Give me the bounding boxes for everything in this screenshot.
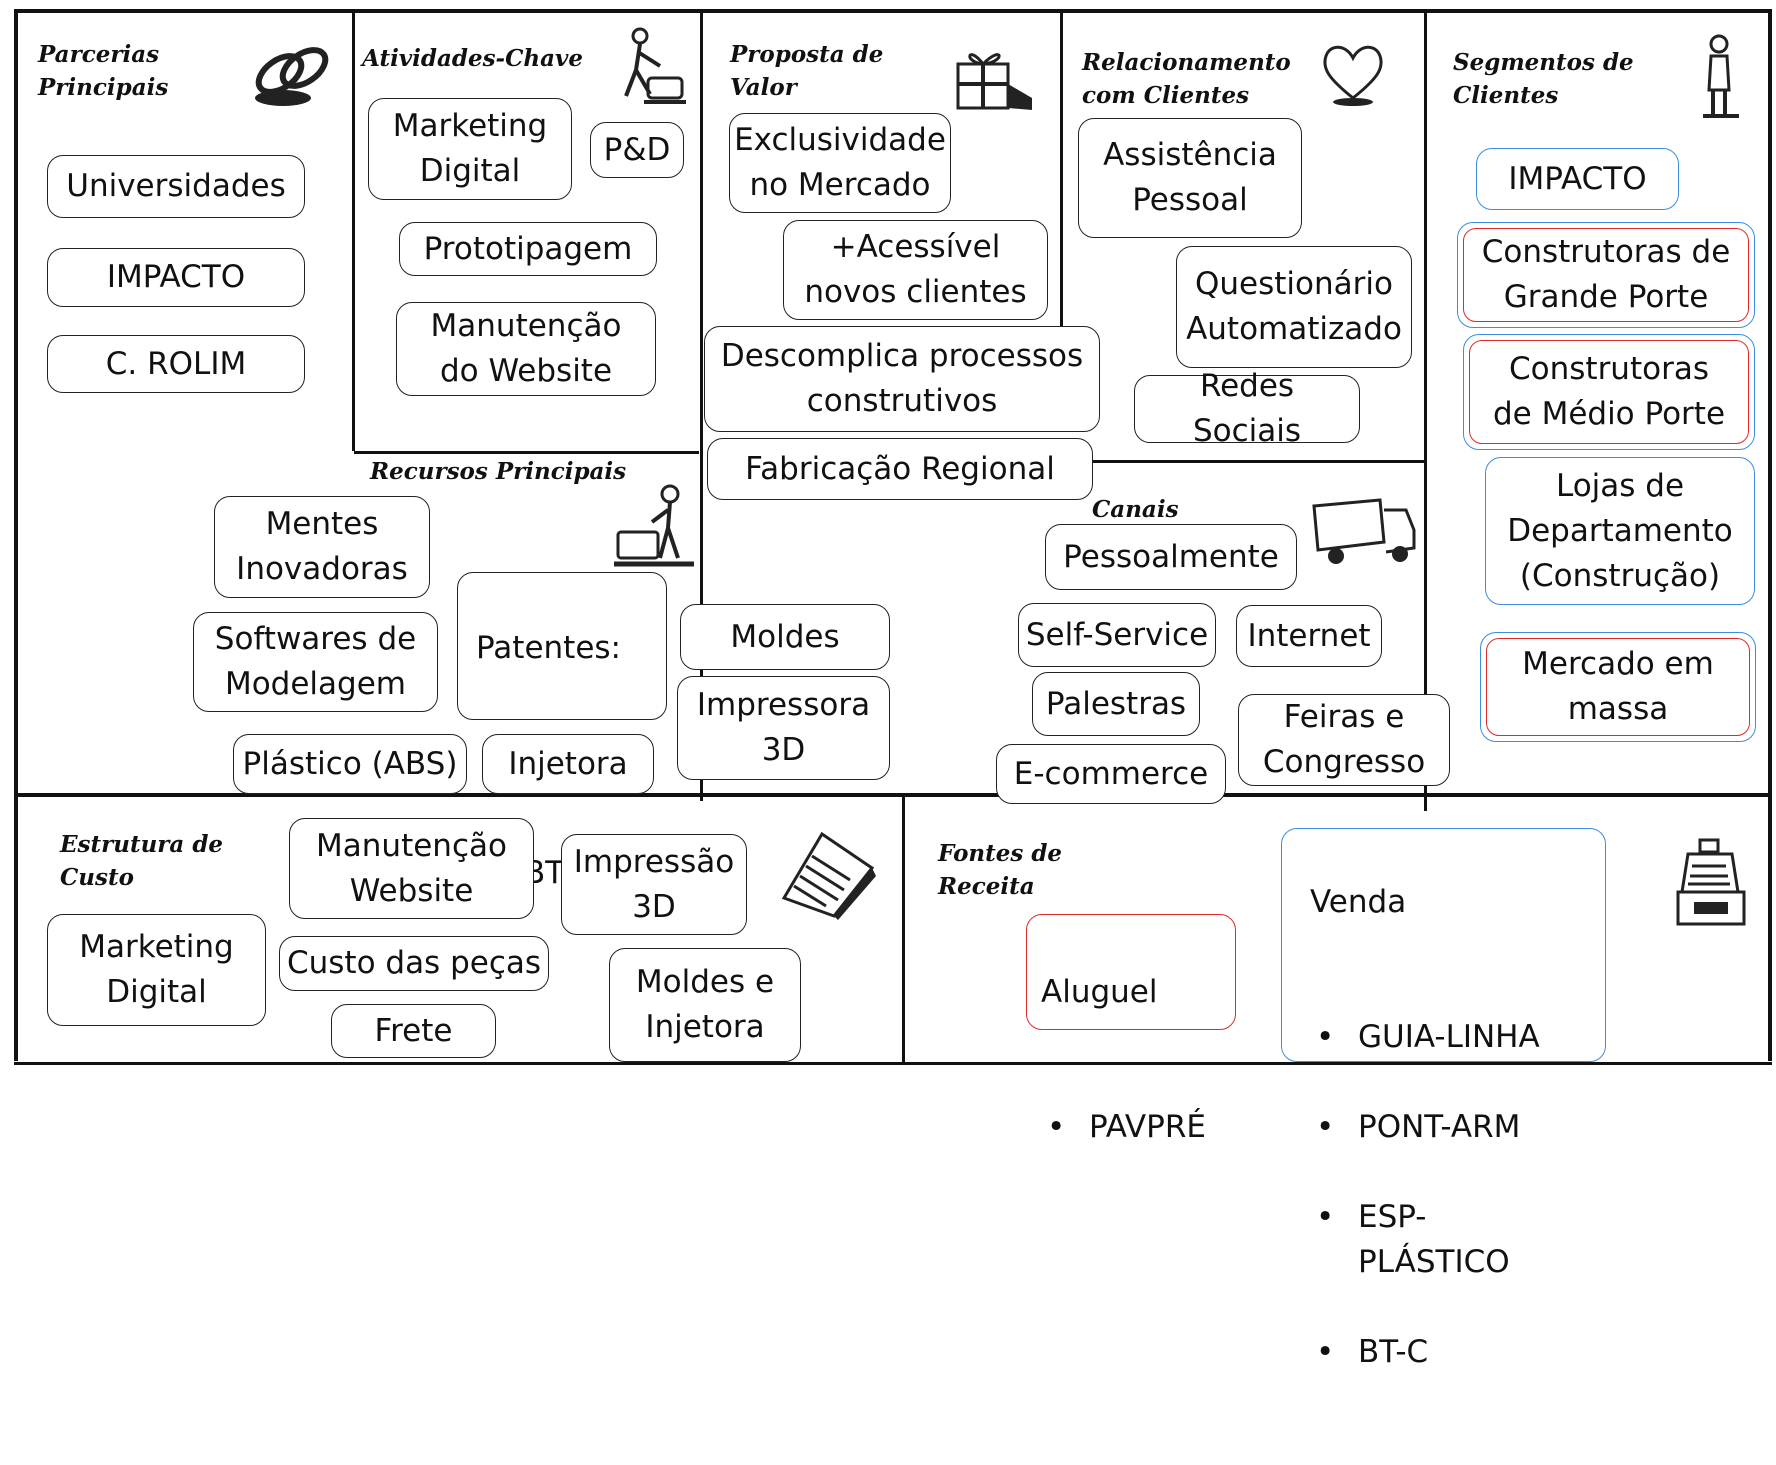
venda-item: ESP-PLÁSTICO	[1310, 1195, 1577, 1285]
proposta-impressora-3d: Impressora 3D	[677, 676, 890, 780]
worker-with-machine-icon	[614, 482, 698, 572]
canal-self-service: Self-Service	[1018, 603, 1216, 667]
relacionamento-questionario: Questionário Automatizado	[1176, 246, 1412, 368]
atividade-marketing-digital: Marketing Digital	[368, 98, 572, 200]
proposta-fabricacao-regional: Fabricação Regional	[707, 438, 1093, 500]
parceria-impacto: IMPACTO	[47, 248, 305, 307]
parceria-universidades: Universidades	[47, 155, 305, 218]
proposta-moldes: Moldes	[680, 604, 890, 670]
segmento-lojas-departamento: Lojas de Departamento (Construção)	[1485, 457, 1755, 605]
relacionamento-assistencia: Assistência Pessoal	[1078, 118, 1302, 238]
header-segmentos: Segmentos de Clientes	[1453, 49, 1634, 109]
custo-moldes-injetora: Moldes e Injetora	[609, 948, 801, 1062]
recurso-patentes: Patentes: PAVPRÉ BT-C	[457, 572, 667, 896]
canal-pessoalmente: Pessoalmente	[1045, 524, 1297, 590]
atividade-p-d: P&D	[590, 122, 684, 178]
divider-atividades	[700, 11, 703, 801]
canal-feiras-congresso: Feiras e Congresso	[1238, 694, 1450, 786]
business-model-canvas: Parcerias Principais Atividades-Chave Re…	[0, 0, 1776, 1068]
divider-relacionamento	[1424, 11, 1427, 811]
segmento-construtoras-medio: Construtoras de Médio Porte	[1463, 334, 1755, 450]
atividade-prototipagem: Prototipagem	[399, 222, 657, 276]
heart-icon	[1320, 40, 1386, 108]
receita-aluguel: Aluguel PAVPRÉ	[1026, 914, 1236, 1150]
cash-register-icon	[1672, 836, 1750, 936]
worker-pushing-icon	[610, 26, 686, 106]
custo-manutencao-website: Manutenção Website	[289, 818, 534, 919]
header-custos: Estrutura de Custo	[60, 831, 224, 891]
gift-box-icon	[948, 34, 1036, 118]
parceria-c-rolim: C. ROLIM	[47, 335, 305, 393]
canal-internet: Internet	[1236, 605, 1382, 667]
relacionamento-redes-sociais: Redes Sociais	[1134, 368, 1360, 449]
proposta-descomplica: Descomplica processos construtivos	[704, 326, 1100, 432]
custo-frete: Frete	[331, 1004, 496, 1058]
header-recursos: Recursos Principais	[370, 458, 627, 485]
header-proposta: Proposta de Valor	[730, 41, 884, 101]
venda-item: GUIA-LINHA	[1310, 1015, 1577, 1060]
recurso-mentes-inovadoras: Mentes Inovadoras	[214, 496, 430, 598]
canal-palestras: Palestras	[1032, 672, 1200, 736]
receipt-paper-icon	[776, 828, 878, 920]
custo-pecas: Custo das peças	[279, 936, 549, 991]
segmento-mercado-massa: Mercado em massa	[1480, 632, 1756, 742]
aluguel-item: PAVPRÉ	[1041, 1105, 1221, 1150]
frame-left	[14, 9, 18, 1061]
header-receitas: Fontes de Receita	[938, 840, 1063, 900]
delivery-truck-icon	[1308, 496, 1418, 570]
venda-list: GUIA-LINHA PONT-ARM ESP-PLÁSTICO BT-C	[1310, 970, 1577, 1420]
chain-links-icon	[248, 36, 338, 112]
venda-item: BT-C	[1310, 1330, 1577, 1375]
divider-relacionamento-canais	[1063, 460, 1425, 463]
atividade-manutencao-website: Manutenção do Website	[396, 302, 656, 396]
proposta-exclusividade: Exclusividade no Mercado	[729, 113, 951, 213]
divider-parcerias	[352, 11, 355, 451]
aluguel-title: Aluguel	[1041, 974, 1158, 1010]
recurso-plastico-abs: Plástico (ABS)	[233, 734, 467, 794]
divider-main-horizontal	[14, 793, 1772, 797]
divider-custo-receita	[902, 795, 905, 1063]
venda-item: PONT-ARM	[1310, 1105, 1577, 1150]
segmento-construtoras-medio-label: Construtoras de Médio Porte	[1469, 340, 1749, 444]
frame-top	[14, 9, 1772, 13]
frame-right	[1768, 9, 1772, 1061]
header-atividades: Atividades-Chave	[362, 45, 584, 72]
custo-marketing-digital: Marketing Digital	[47, 914, 266, 1026]
proposta-acessivel: +Acessível novos clientes	[783, 220, 1048, 320]
segmento-impacto: IMPACTO	[1476, 148, 1679, 210]
receita-venda: Venda GUIA-LINHA PONT-ARM ESP-PLÁSTICO B…	[1281, 828, 1606, 1375]
header-canais: Canais	[1092, 496, 1179, 523]
custo-impressao-3d: Impressão 3D	[561, 834, 747, 935]
recurso-softwares-modelagem: Softwares de Modelagem	[193, 612, 438, 712]
header-parcerias: Parcerias Principais	[38, 41, 169, 101]
header-relacionamento: Relacionamento com Clientes	[1082, 49, 1291, 109]
canal-e-commerce: E-commerce	[996, 744, 1226, 804]
segmento-construtoras-grande: Construtoras de Grande Porte	[1457, 222, 1755, 328]
aluguel-list: PAVPRÉ	[1041, 1060, 1221, 1195]
venda-title: Venda	[1310, 884, 1407, 920]
segmento-mercado-massa-label: Mercado em massa	[1486, 638, 1750, 736]
divider-proposta	[1060, 11, 1063, 331]
patentes-title: Patentes:	[476, 630, 621, 666]
divider-atividades-recursos	[354, 451, 699, 454]
recurso-injetora: Injetora	[482, 734, 654, 794]
frame-bottom	[14, 1062, 1772, 1065]
segmento-construtoras-grande-label: Construtoras de Grande Porte	[1463, 228, 1749, 322]
standing-person-icon	[1695, 34, 1743, 120]
